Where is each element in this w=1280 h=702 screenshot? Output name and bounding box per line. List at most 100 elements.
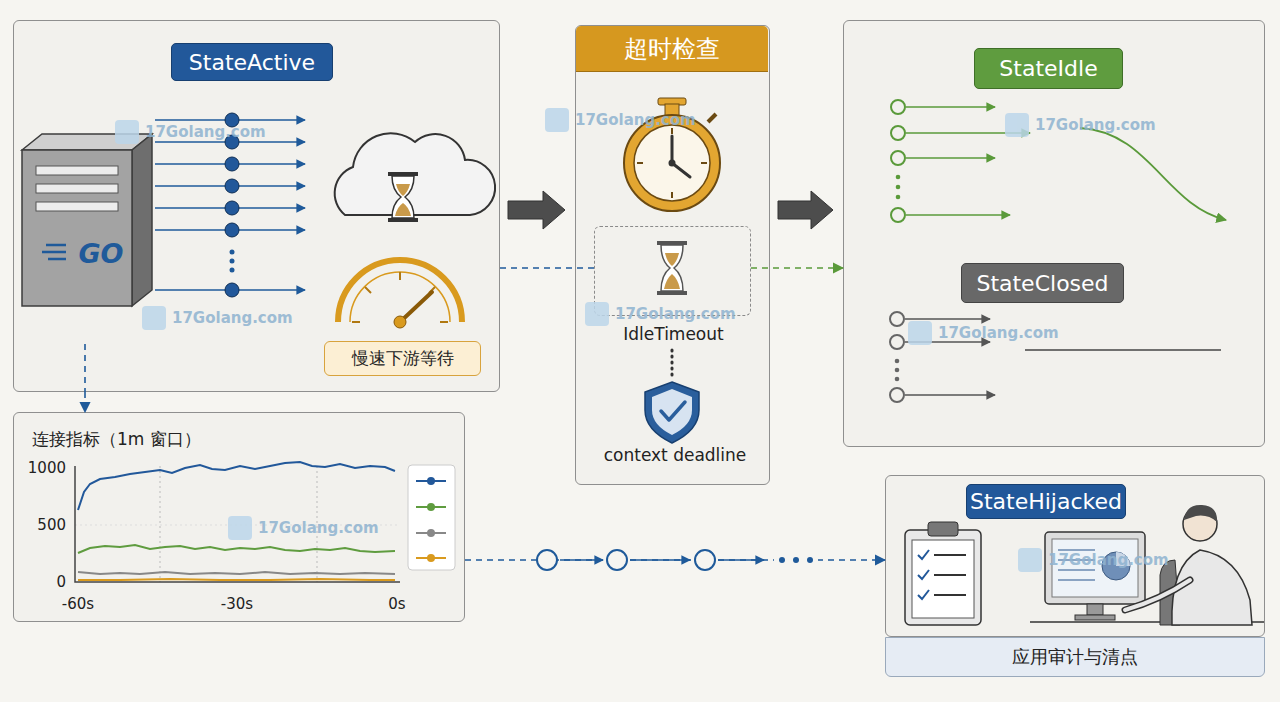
request-flow-lines bbox=[155, 185, 305, 187]
stopwatch-symbol bbox=[671, 128, 673, 134]
audit-illustration bbox=[1184, 505, 1217, 522]
stopwatch-symbol bbox=[658, 98, 686, 105]
request-flow-lines bbox=[225, 135, 239, 149]
chart-panel: 连接指标（1m 窗口） bbox=[13, 412, 465, 622]
request-flow-lines bbox=[155, 113, 305, 297]
idle-hourglass bbox=[661, 245, 683, 291]
pipeline-steps bbox=[537, 550, 818, 570]
node-text: StateClosed bbox=[962, 264, 1123, 302]
state-panel: StateActive慢速下游等待 bbox=[13, 20, 500, 392]
idle-connections bbox=[906, 132, 1030, 134]
closed-connections bbox=[895, 377, 900, 382]
server-illustration bbox=[22, 134, 152, 306]
pipeline-steps bbox=[779, 557, 785, 563]
stopwatch-symbol bbox=[701, 162, 707, 164]
metrics-chart bbox=[78, 545, 395, 553]
idle-connections bbox=[891, 151, 905, 165]
request-flow-lines bbox=[225, 201, 239, 215]
idle-connections bbox=[906, 157, 995, 159]
dashed-connector bbox=[751, 267, 843, 269]
pipeline-steps bbox=[630, 559, 690, 561]
status-pill: 慢速下游等待 bbox=[324, 341, 481, 376]
stopwatch-symbol bbox=[624, 115, 720, 211]
request-flow-lines bbox=[230, 259, 235, 264]
pipeline-steps bbox=[718, 559, 764, 561]
gauge-symbol bbox=[338, 260, 462, 328]
idle-connections bbox=[1080, 128, 1226, 220]
audit-illustration bbox=[905, 530, 981, 625]
pipeline-steps bbox=[774, 553, 818, 567]
server-illustration bbox=[132, 134, 152, 306]
request-flow-lines bbox=[225, 157, 239, 171]
request-flow-lines bbox=[155, 229, 305, 231]
pipeline-steps bbox=[537, 550, 557, 570]
request-flow-lines bbox=[230, 250, 235, 255]
node-text: IdleTimeout bbox=[575, 323, 772, 345]
request-flow-lines bbox=[225, 223, 239, 237]
closed-connections bbox=[1025, 349, 1221, 351]
dashed-connector bbox=[500, 267, 594, 269]
deadline-shield bbox=[645, 350, 699, 443]
closed-connections bbox=[895, 359, 900, 364]
metrics-chart bbox=[78, 572, 395, 574]
audit-illustration bbox=[934, 594, 966, 596]
server-illustration bbox=[36, 184, 118, 193]
flow-arrow bbox=[508, 191, 565, 229]
metrics-chart bbox=[78, 579, 395, 580]
cloud-hourglass bbox=[335, 133, 495, 222]
node-text: 应用审计与清点 bbox=[886, 638, 1264, 676]
node-text: 连接指标（1m 窗口） bbox=[32, 427, 292, 451]
audit-illustration bbox=[1058, 579, 1095, 581]
idle-hourglass bbox=[657, 241, 687, 245]
stopwatch-symbol bbox=[671, 192, 673, 198]
audit-illustration bbox=[905, 505, 1264, 625]
deadline-shield bbox=[645, 382, 699, 443]
metrics-chart bbox=[317, 466, 318, 582]
server-illustration bbox=[46, 244, 66, 247]
dashed-lead bbox=[84, 344, 86, 392]
idle-connections bbox=[896, 175, 901, 180]
audit-illustration bbox=[1058, 559, 1095, 561]
closed-connections bbox=[890, 312, 1221, 402]
audit-illustration bbox=[918, 590, 929, 599]
server-illustration bbox=[22, 134, 152, 150]
idle-hourglass bbox=[664, 274, 680, 289]
caption-band: 应用审计与清点 bbox=[885, 637, 1265, 677]
check-panel: 超时检查IdleTimeout bbox=[575, 25, 770, 485]
gauge-symbol bbox=[352, 321, 360, 323]
request-flow-lines bbox=[155, 289, 305, 291]
cloud-hourglass bbox=[335, 133, 495, 215]
stopwatch-symbol bbox=[669, 160, 676, 167]
audit-illustration bbox=[1160, 560, 1180, 625]
cloud-hourglass bbox=[388, 172, 418, 176]
metrics-chart bbox=[427, 554, 435, 562]
pipeline-steps bbox=[793, 557, 799, 563]
idle-hourglass bbox=[657, 291, 687, 295]
gauge-symbol bbox=[400, 292, 432, 322]
pipeline-steps bbox=[607, 550, 627, 570]
stopwatch-symbol bbox=[634, 125, 710, 201]
node-text: 慢速下游等待 bbox=[325, 342, 480, 375]
audit-illustration bbox=[1045, 532, 1145, 604]
metrics-chart bbox=[75, 466, 400, 582]
gauge-symbol bbox=[399, 272, 401, 280]
request-flow-lines bbox=[155, 119, 305, 121]
server-illustration bbox=[48, 258, 66, 261]
request-flow-lines bbox=[230, 268, 235, 273]
metrics-chart bbox=[416, 532, 446, 534]
audit-illustration bbox=[918, 550, 929, 559]
server-illustration bbox=[36, 202, 118, 211]
idle-connections bbox=[896, 185, 901, 190]
audit-illustration bbox=[1116, 552, 1130, 566]
closed-connections bbox=[890, 388, 904, 402]
metrics-chart bbox=[427, 503, 435, 511]
node-text: StateIdle bbox=[974, 48, 1123, 89]
request-flow-lines bbox=[225, 283, 239, 297]
idle-hourglass bbox=[665, 253, 679, 266]
server-illustration bbox=[42, 251, 66, 254]
server-illustration bbox=[36, 166, 118, 175]
stopwatch-symbol bbox=[624, 98, 720, 211]
gauge-symbol bbox=[440, 321, 448, 323]
timeout-box: IdleTimeout bbox=[594, 226, 751, 316]
